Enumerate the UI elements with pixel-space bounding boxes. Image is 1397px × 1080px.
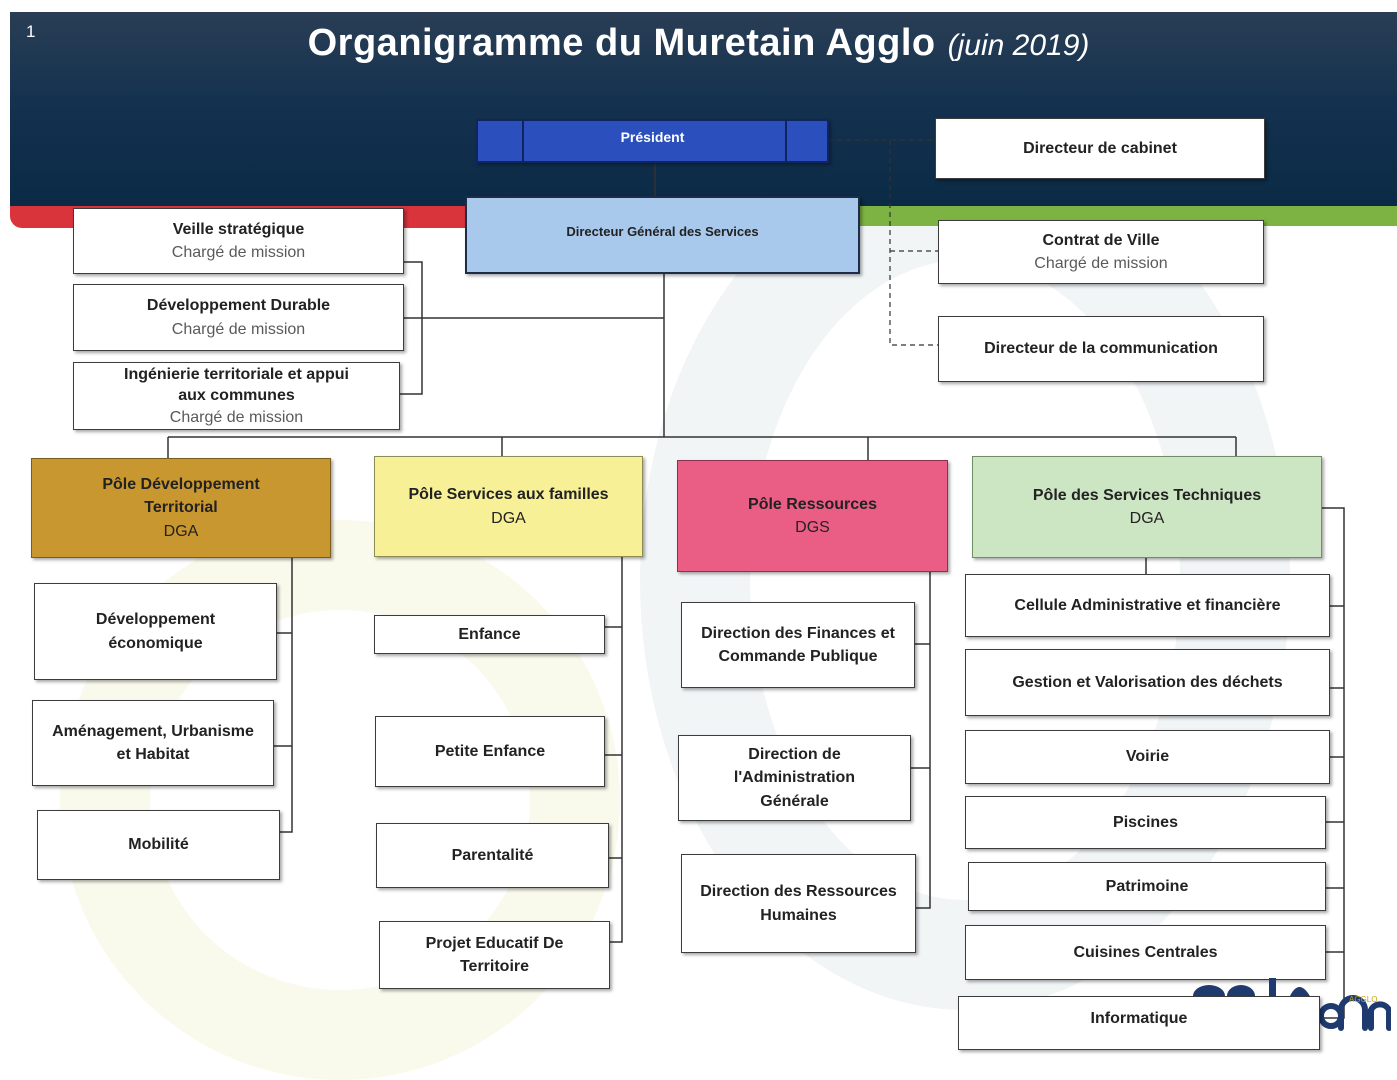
service-box[interactable]: Voirie — [965, 730, 1330, 784]
mission-sub: Chargé de mission — [169, 408, 304, 426]
directeur-communication-label: Directeur de la communication — [984, 340, 1218, 358]
service-label: Informatique — [1090, 1010, 1188, 1028]
mission-developpement-durable-box[interactable]: Développement Durable Chargé de mission — [73, 284, 404, 351]
svg-text:AGGLO: AGGLO — [1349, 995, 1377, 1004]
service-box[interactable]: Cellule Administrative et financière — [965, 574, 1330, 637]
directeur-communication-box[interactable]: Directeur de la communication — [938, 316, 1264, 382]
service-label: Cellule Administrative et financière — [1014, 596, 1281, 614]
title-main: Organigramme du Muretain Agglo — [307, 22, 936, 64]
service-label: Petite Enfance — [434, 742, 546, 760]
pole-familles-box[interactable]: Pôle Services aux familles DGA — [374, 456, 643, 557]
service-box[interactable]: Direction de l'Administration Générale — [678, 735, 911, 821]
service-box[interactable]: Direction des Ressources Humaines — [681, 854, 916, 953]
service-box[interactable]: Gestion et Valorisation des déchets — [965, 649, 1330, 716]
pole-techniques-box[interactable]: Pôle des Services Techniques DGA — [972, 456, 1322, 558]
pole-name: Pôle Développement Territorial — [102, 476, 260, 517]
service-label: Gestion et Valorisation des déchets — [1012, 673, 1283, 691]
pole-lead: DGA — [1129, 510, 1165, 527]
mission-title: Veille stratégique — [172, 220, 305, 238]
title-date: (juin 2019) — [947, 29, 1090, 62]
service-label: Direction des Ressources Humaines — [700, 883, 897, 924]
president-label: Président — [620, 128, 685, 145]
page-number: 1 — [26, 22, 36, 41]
service-box-informatique[interactable]: Informatique — [958, 996, 1320, 1050]
page-title: Organigramme du Muretain Agglo (juin 2019… — [0, 22, 1397, 65]
mission-sub: Chargé de mission — [171, 244, 306, 261]
contrat-ville-title: Contrat de Ville — [1042, 231, 1160, 249]
service-box[interactable]: Parentalité — [376, 823, 609, 888]
mission-sub: Chargé de mission — [171, 320, 306, 338]
service-label: Projet Educatif De Territoire — [425, 934, 564, 975]
service-box[interactable]: Piscines — [965, 796, 1326, 849]
service-label: Parentalité — [451, 846, 534, 864]
service-label: Patrimoine — [1105, 877, 1189, 895]
service-label: Mobilité — [128, 836, 189, 854]
service-box[interactable]: Enfance — [374, 615, 605, 654]
pole-name: Pôle Services aux familles — [408, 486, 609, 504]
service-box[interactable]: Direction des Finances et Commande Publi… — [681, 602, 915, 688]
service-label: Aménagement, Urbanisme et Habitat — [52, 722, 254, 763]
pole-ressources-box[interactable]: Pôle Ressources DGS — [677, 460, 948, 572]
directeur-cabinet-label: Directeur de cabinet — [1023, 139, 1177, 157]
service-label: Cuisines Centrales — [1073, 943, 1218, 961]
president-box-divider-left — [522, 121, 524, 161]
mission-ingenierie-box[interactable]: Ingénierie territoriale et appui aux com… — [73, 362, 400, 430]
directeur-cabinet-box[interactable]: Directeur de cabinet — [935, 118, 1265, 179]
service-label: Piscines — [1113, 813, 1178, 831]
pole-name: Pôle des Services Techniques — [1032, 486, 1262, 504]
president-box[interactable]: Président — [476, 119, 829, 163]
pole-lead: DGA — [163, 522, 199, 540]
dgs-box[interactable]: Directeur Général des Services — [465, 196, 860, 274]
service-box[interactable]: Cuisines Centrales — [965, 925, 1326, 980]
president-box-divider-right — [785, 121, 787, 161]
service-box[interactable]: Aménagement, Urbanisme et Habitat — [32, 700, 274, 786]
connector-missions-bracket — [400, 261, 423, 395]
service-label: Développement économique — [95, 611, 216, 652]
contrat-ville-box[interactable]: Contrat de Ville Chargé de mission — [938, 220, 1264, 284]
service-label: Direction de l'Administration Générale — [733, 746, 856, 810]
service-box[interactable]: Développement économique — [34, 583, 277, 680]
service-box[interactable]: Mobilité — [37, 810, 280, 880]
service-label: Voirie — [1125, 748, 1170, 766]
service-box[interactable]: Patrimoine — [968, 862, 1326, 911]
pole-lead: DGS — [795, 519, 830, 536]
contrat-ville-sub: Chargé de mission — [1034, 255, 1168, 272]
pole-developpement-box[interactable]: Pôle Développement Territorial DGA — [31, 458, 331, 558]
service-label: Enfance — [458, 625, 521, 643]
dgs-label: Directeur Général des Services — [566, 223, 759, 239]
pole-lead: DGA — [491, 509, 526, 527]
mission-veille-box[interactable]: Veille stratégique Chargé de mission — [73, 208, 404, 274]
mission-title: Ingénierie territoriale et appui aux com… — [124, 365, 349, 405]
service-box[interactable]: Petite Enfance — [375, 716, 605, 787]
connector-lines — [167, 139, 1345, 1019]
mission-title: Développement Durable — [146, 297, 331, 315]
service-label: Direction des Finances et Commande Publi… — [701, 624, 895, 665]
pole-name: Pôle Ressources — [748, 495, 877, 513]
service-box[interactable]: Projet Educatif De Territoire — [379, 921, 610, 989]
